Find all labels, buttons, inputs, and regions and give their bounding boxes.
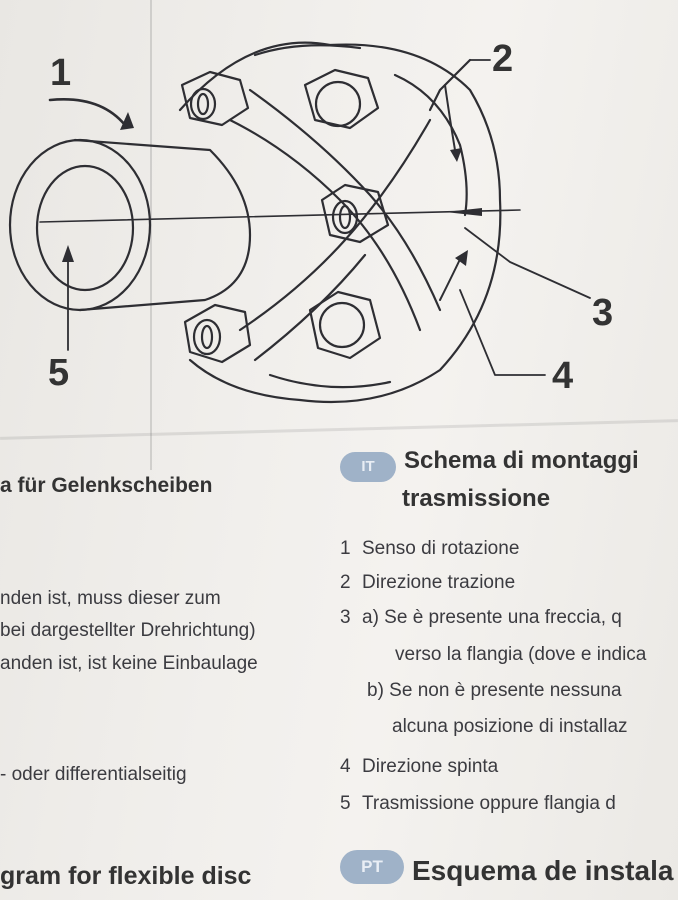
list-item-continuation: alcuna posizione di installaz	[392, 716, 628, 738]
nut-bottom-left	[183, 303, 252, 364]
nut-top-right	[303, 68, 380, 130]
nut-bottom-right	[308, 290, 382, 360]
portuguese-heading: Esquema de instala	[412, 855, 674, 886]
item-number: 2	[340, 572, 351, 593]
german-line: - oder differentialseitig	[0, 764, 187, 785]
italian-heading-line2: trasmissione	[402, 485, 551, 512]
paper-fold-vertical	[150, 0, 152, 470]
item-text: a) Se è presente una freccia, q	[362, 607, 622, 628]
nut-top-left	[180, 70, 250, 127]
callout-5: 5	[48, 352, 70, 394]
item-text: Direzione spinta	[362, 756, 499, 777]
callout-2: 2	[492, 38, 514, 80]
german-heading: a für Gelenkscheiben	[0, 474, 213, 497]
list-item-continuation: verso la flangia (dove e indica	[395, 644, 646, 666]
callout-1: 1	[50, 52, 72, 94]
flexible-disc-diagram	[8, 41, 591, 404]
german-line: nden ist, muss dieser zum	[0, 588, 221, 609]
item-number: 3	[340, 607, 351, 628]
english-heading: gram for flexible disc	[0, 862, 252, 890]
item-text: verso la flangia (dove e indica	[395, 644, 647, 665]
german-line: bei dargestellter Drehrichtung)	[0, 620, 256, 641]
item-number: 5	[340, 793, 351, 814]
shaft-end-inner	[35, 164, 135, 292]
list-item: 3 a) Se è presente una freccia, q	[340, 607, 622, 629]
nut-center	[320, 183, 390, 244]
language-badge-it: IT	[340, 452, 396, 482]
item-text: b) Se non è presente nessuna	[367, 680, 622, 701]
list-item: 2 Direzione trazione	[340, 572, 515, 594]
item-number: 1	[340, 538, 351, 559]
german-line: anden ist, ist keine Einbaulage	[0, 653, 258, 674]
item-text: Senso di rotazione	[362, 538, 520, 559]
list-item: 1 Senso di rotazione	[340, 538, 519, 560]
italian-heading-line1: Schema di montaggi	[404, 447, 639, 474]
language-badge-pt: PT	[340, 850, 404, 884]
list-item: 4 Direzione spinta	[340, 756, 498, 778]
item-text: Direzione trazione	[362, 572, 516, 593]
item-number: 4	[340, 756, 351, 777]
list-item-continuation: b) Se non è presente nessuna	[367, 680, 622, 702]
callout-3: 3	[592, 292, 614, 334]
shaft-body	[73, 138, 252, 312]
item-text: Trasmissione oppure flangia d	[362, 793, 616, 814]
item-text: alcuna posizione di installaz	[392, 716, 628, 737]
list-item: 5 Trasmissione oppure flangia d	[340, 793, 616, 815]
callout-4: 4	[552, 355, 574, 397]
